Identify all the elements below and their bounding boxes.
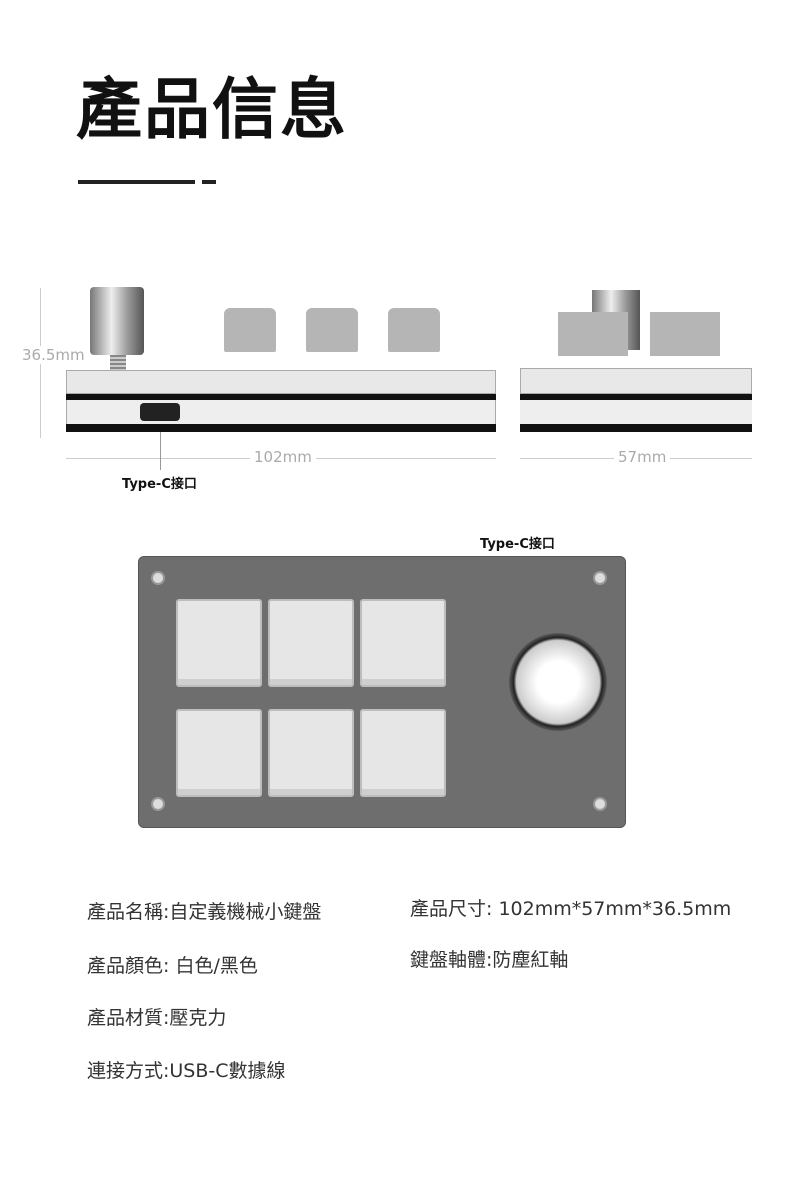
knob-stem [110, 355, 126, 370]
knob-icon [509, 633, 607, 731]
side-view-diagram: 36.5mm 102mm Type-C接口 57mm [0, 280, 800, 500]
case-bottom-layer [66, 400, 496, 424]
height-label: 36.5mm [22, 346, 85, 364]
spec-material: 產品材質:壓克力 [87, 1007, 227, 1029]
keycap-side [306, 308, 358, 352]
spec-color: 產品顏色: 白色/黑色 [87, 955, 258, 977]
width-label: 102mm [250, 448, 316, 466]
keycap-front [558, 312, 628, 356]
key [268, 599, 354, 687]
key [360, 599, 446, 687]
base-front [520, 424, 752, 432]
plate-front [520, 394, 752, 400]
spec-switch: 鍵盤軸體:防塵紅軸 [410, 949, 569, 971]
spec-size: 產品尺寸: 102mm*57mm*36.5mm [410, 898, 732, 920]
depth-label: 57mm [614, 448, 671, 466]
case-front-top [520, 368, 752, 394]
title-underline [78, 180, 195, 184]
key [268, 709, 354, 797]
title-underline-dash [202, 180, 216, 184]
case-top-layer [66, 370, 496, 394]
keycap-side [388, 308, 440, 352]
top-view-diagram [138, 556, 626, 828]
spec-name: 產品名稱:自定義機械小鍵盤 [87, 901, 322, 923]
knob-side [90, 287, 144, 355]
spec-connection: 連接方式:USB-C數據線 [87, 1060, 286, 1082]
key [360, 709, 446, 797]
screw-icon [593, 797, 607, 811]
case-front-bottom [520, 400, 752, 424]
port-leader-line [160, 432, 161, 470]
usb-c-port [140, 403, 180, 421]
plate [66, 394, 496, 400]
screw-icon [151, 571, 165, 585]
keycap-front [650, 312, 720, 356]
screw-icon [151, 797, 165, 811]
key [176, 709, 262, 797]
screw-icon [593, 571, 607, 585]
page-title: 產品信息 [76, 71, 348, 148]
key [176, 599, 262, 687]
base [66, 424, 496, 432]
port-label-side: Type-C接口 [122, 477, 197, 492]
keycap-side [224, 308, 276, 352]
port-label-top: Type-C接口 [480, 537, 555, 552]
